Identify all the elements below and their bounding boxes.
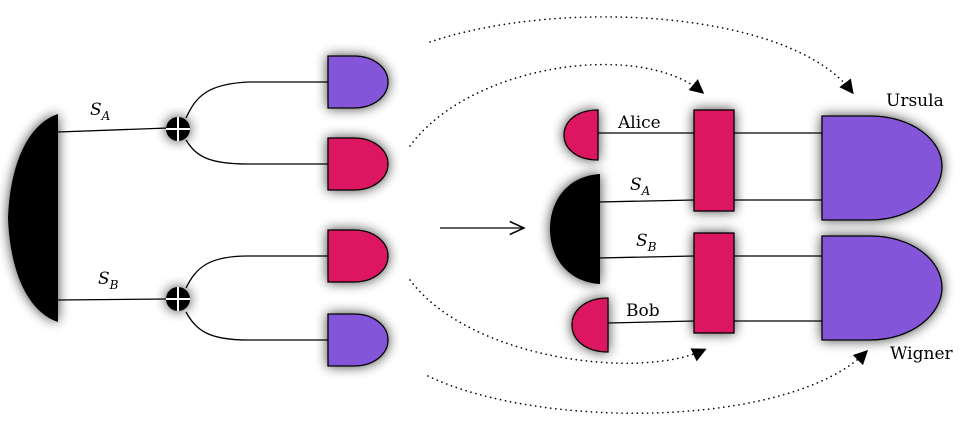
label-ursula: Ursula (886, 91, 944, 111)
left-circuit: SA SB (8, 55, 389, 367)
central-source (550, 174, 600, 284)
wire-bottom-lower (185, 311, 328, 341)
label-bob: Bob (626, 301, 660, 321)
wigner-measurement (821, 235, 943, 341)
alice-source (563, 109, 599, 161)
dotted-connectors (409, 16, 869, 415)
wire-sa (57, 127, 169, 133)
label-sb-right: SB (636, 231, 657, 254)
source-preparation (8, 114, 58, 322)
wire-sb (57, 298, 169, 301)
dotted-arrow-to-top-box (409, 63, 705, 147)
right-circuit: Alice SA SB Bob Ursula Wigner (550, 91, 954, 364)
dotted-arrow-to-wigner (427, 349, 869, 415)
label-sa: SA (90, 100, 111, 123)
label-sa-right: SA (630, 175, 651, 198)
detector-purple-bottom (327, 313, 389, 367)
xor-gate-top (166, 117, 190, 141)
bob-source (571, 297, 609, 353)
detector-purple-top (327, 55, 389, 109)
wire-sa-right (597, 199, 695, 203)
wire-top-lower (185, 139, 328, 165)
detector-magenta-top (327, 137, 389, 191)
wire-sb-right (597, 255, 695, 259)
label-wigner: Wigner (890, 344, 954, 364)
detector-magenta-bottom (327, 229, 389, 283)
label-alice: Alice (617, 113, 661, 133)
dotted-arrow-to-ursula (429, 16, 854, 95)
unitary-box-top (693, 109, 735, 212)
dotted-arrow-to-bottom-box (409, 279, 707, 364)
wire-bottom-upper (185, 255, 328, 289)
unitary-box-bottom (693, 232, 735, 334)
wire-top-upper (185, 81, 328, 119)
ursula-measurement (821, 115, 943, 221)
xor-gate-bottom (166, 287, 190, 311)
label-sb: SB (98, 269, 119, 292)
wire-bob (607, 320, 695, 324)
